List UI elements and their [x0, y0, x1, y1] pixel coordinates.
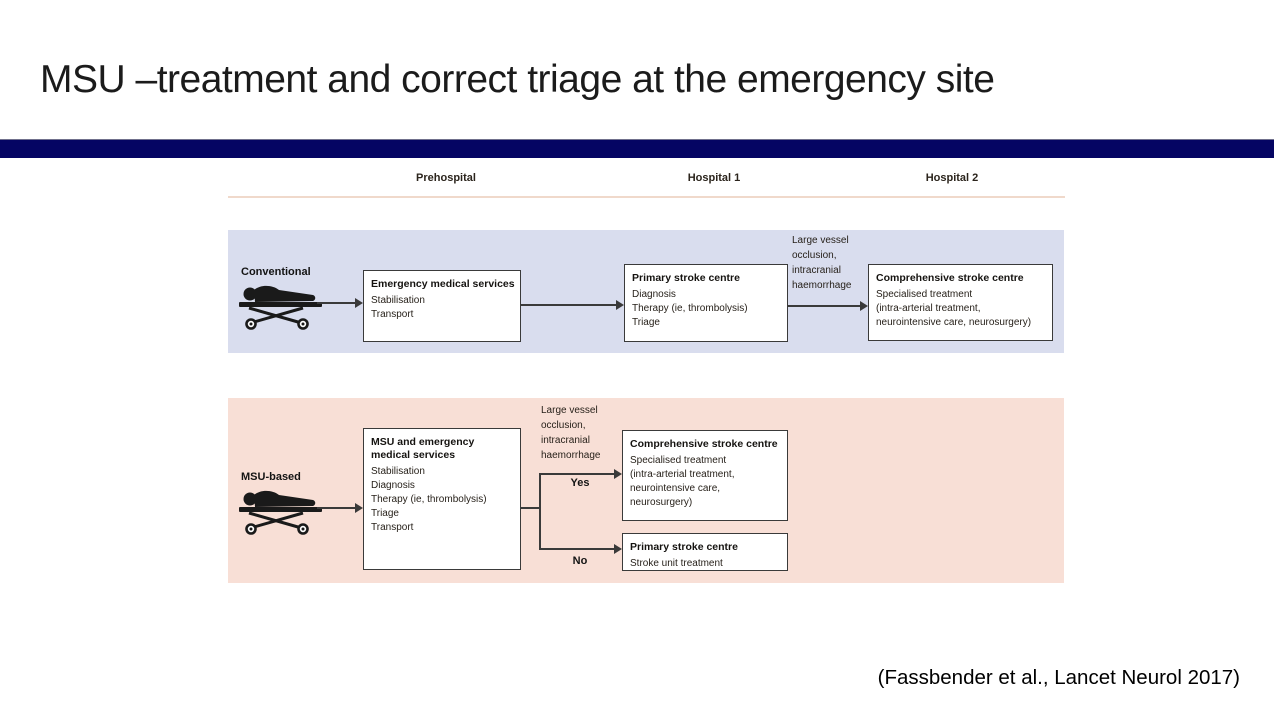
arrowhead-icon — [860, 301, 868, 311]
box-line: neurosurgery) — [630, 497, 693, 508]
box-title: Emergency medical services — [371, 278, 515, 290]
box-title: Comprehensive stroke centre — [630, 438, 778, 450]
arrowhead-icon — [616, 300, 624, 310]
comprehensive-stroke-centre-box: Comprehensive stroke centre Specialised … — [622, 430, 788, 521]
yes-branch-label: Yes — [570, 477, 590, 489]
arrow-line — [317, 302, 356, 304]
box-line: (intra-arterial treatment, — [630, 469, 735, 480]
box-title: Comprehensive stroke centre — [876, 272, 1024, 284]
box-line: neurointensive care, — [630, 483, 721, 494]
branch-vertical-line — [539, 473, 541, 550]
box-line: Transport — [371, 309, 414, 320]
column-header-prehospital: Prehospital — [416, 172, 476, 184]
yes-branch-line — [539, 473, 615, 475]
primary-stroke-centre-box: Primary stroke centre Stroke unit treatm… — [622, 533, 788, 571]
stroke-pathway-figure: Prehospital Hospital 1 Hospital 2 Conven… — [228, 160, 1065, 600]
arrowhead-icon — [355, 298, 363, 308]
box-title: Primary stroke centre — [632, 272, 740, 284]
arrow-line — [788, 305, 861, 307]
arrowhead-icon — [614, 544, 622, 554]
stretcher-icon — [239, 490, 322, 535]
msu-ems-box: MSU and emergency medical services Stabi… — [363, 428, 521, 570]
box-title: MSU and emergency medical services — [371, 436, 475, 461]
msu-label: MSU-based — [241, 471, 301, 483]
box-line: Diagnosis — [632, 289, 676, 300]
accent-bar — [0, 139, 1274, 158]
box-line: Therapy (ie, thrombolysis) — [632, 303, 748, 314]
box-line: Specialised treatment — [630, 455, 727, 466]
no-branch-label: No — [572, 555, 588, 567]
box-line: Transport — [371, 522, 414, 533]
large-vessel-occlusion-note: Large vessel occlusion, intracranial hae… — [792, 235, 852, 291]
stretcher-icon — [239, 285, 322, 330]
arrow-line — [521, 304, 617, 306]
arrowhead-icon — [614, 469, 622, 479]
column-header-hospital1: Hospital 1 — [687, 172, 741, 184]
box-line: (intra-arterial treatment, — [876, 303, 981, 314]
ems-box: Emergency medical services Stabilisation… — [363, 270, 521, 342]
box-title: Primary stroke centre — [630, 541, 738, 553]
primary-stroke-centre-box: Primary stroke centre Diagnosis Therapy … — [624, 264, 788, 342]
conventional-label: Conventional — [241, 266, 311, 278]
box-line: Triage — [632, 317, 660, 328]
box-line: Triage — [371, 508, 399, 519]
citation: (Fassbender et al., Lancet Neurol 2017) — [877, 666, 1240, 689]
box-line: Stabilisation — [371, 295, 425, 306]
branch-stem-line — [521, 507, 541, 509]
comprehensive-stroke-centre-box: Comprehensive stroke centre Specialised … — [868, 264, 1053, 341]
box-line: Stabilisation — [371, 466, 425, 477]
arrow-line — [317, 507, 356, 509]
box-line: Therapy (ie, thrombolysis) — [371, 494, 487, 505]
slide-title: MSU –treatment and correct triage at the… — [40, 58, 995, 101]
box-line: Stroke unit treatment — [630, 558, 723, 569]
large-vessel-occlusion-note: Large vessel occlusion, intracranial hae… — [541, 405, 601, 461]
column-header-hospital2: Hospital 2 — [925, 172, 979, 184]
box-line: Diagnosis — [371, 480, 415, 491]
arrowhead-icon — [355, 503, 363, 513]
box-line: neurointensive care, neurosurgery) — [876, 317, 1032, 328]
header-rule — [228, 196, 1065, 198]
no-branch-line — [539, 548, 615, 550]
box-line: Specialised treatment — [876, 289, 973, 300]
